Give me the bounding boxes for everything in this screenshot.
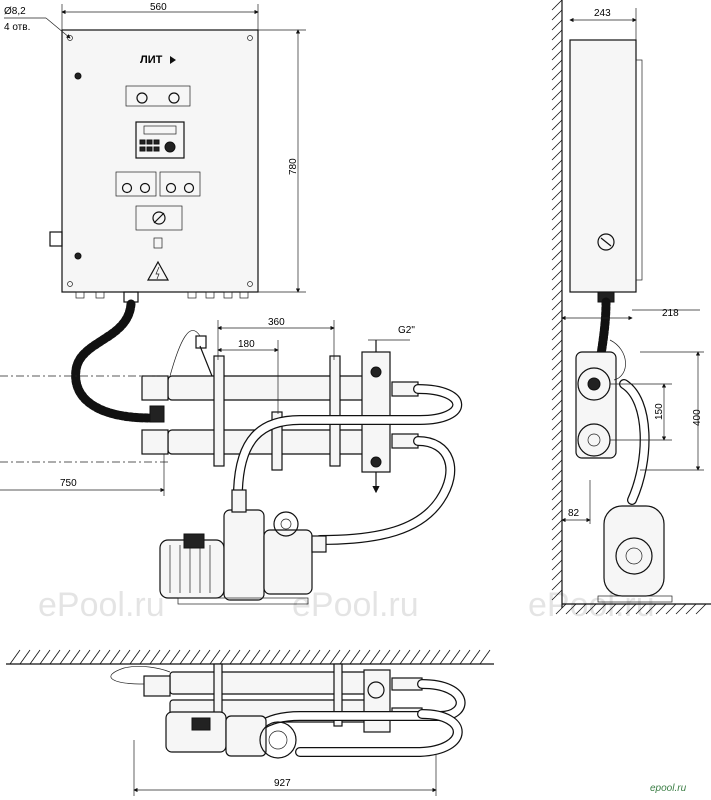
- plan-strainer-lid-icon: [259, 721, 297, 759]
- pump-inlet: [311, 535, 327, 553]
- side-hose: [620, 380, 649, 504]
- lamp-connector: [149, 405, 165, 423]
- side-gland: [49, 231, 63, 247]
- hole-spec-label: Ø8,2: [4, 6, 26, 17]
- brand-arrow-icon: [170, 56, 176, 64]
- plan-pump-housing: [225, 715, 267, 757]
- plan-view: [6, 649, 494, 759]
- panel-button: [139, 182, 151, 194]
- button-plate: [125, 85, 191, 107]
- panel-brand: ЛИТ: [140, 54, 163, 66]
- dim-front-length: 750: [60, 478, 77, 489]
- side-view: [551, 0, 711, 615]
- pump-housing: [223, 509, 265, 601]
- dim-side-spacing: 150: [654, 403, 665, 420]
- front-dimensions: 360 180 G2" 750: [0, 317, 415, 496]
- indicator-lamp-icon: [74, 72, 82, 80]
- watermark-text: ePool.ru: [528, 586, 655, 624]
- watermark-text: ePool.ru: [292, 586, 419, 624]
- water-hose: [234, 385, 461, 494]
- pump-outlet: [231, 489, 247, 513]
- panel-enclosure: [61, 29, 259, 293]
- plan-manifold: [363, 669, 391, 733]
- dim-panel-width: 560: [150, 2, 167, 13]
- valve-icon: [370, 456, 382, 468]
- selector-switch-icon: [152, 211, 166, 225]
- dim-side-height: 400: [692, 409, 703, 426]
- watermark-text: ePool.ru: [38, 586, 165, 624]
- floor-hatch: [555, 603, 707, 615]
- controller-display: [143, 125, 177, 135]
- ceiling-hatch: [9, 649, 491, 665]
- water-hose: [316, 437, 454, 544]
- watermarks: ePool.ru ePool.ru ePool.ru: [38, 586, 655, 624]
- mount-clamp: [213, 355, 225, 467]
- side-dimensions: 243 218 150 400 82: [561, 8, 704, 524]
- plan-lamp-cap: [143, 675, 171, 697]
- side-selector-switch-icon: [597, 233, 615, 251]
- panel-button: [168, 92, 180, 104]
- mount-hole-icon: [247, 35, 253, 41]
- control-panel: ЛИТ: [49, 29, 259, 303]
- side-panel-enclosure: [569, 39, 637, 293]
- side-pump: [603, 505, 665, 597]
- indicator-lamp-icon: [74, 252, 82, 260]
- mount-hole-icon: [67, 281, 73, 287]
- button-plate: [159, 171, 201, 197]
- dim-flow-span: 180: [238, 339, 255, 350]
- plan-clamp: [333, 663, 343, 727]
- panel-dimensions: 560 780 Ø8,2 4 отв.: [4, 2, 306, 293]
- plan-dimensions: 927: [133, 740, 437, 796]
- controller-unit: [135, 121, 185, 159]
- plan-hose: [296, 710, 462, 756]
- logo-badge: [644, 778, 708, 796]
- panel-button: [136, 92, 148, 104]
- plan-valve-icon: [367, 681, 385, 699]
- mount-hole-icon: [247, 281, 253, 287]
- switch-plate: [135, 205, 183, 231]
- button-plate: [115, 171, 157, 197]
- dim-total-length: 927: [274, 778, 291, 789]
- front-assembly: [71, 299, 463, 605]
- strainer-lid-icon: [273, 511, 299, 537]
- panel-button: [121, 182, 133, 194]
- side-pump-base: [597, 595, 673, 603]
- panel-button: [165, 182, 177, 194]
- plan-chamber-upper: [169, 671, 381, 695]
- valve-icon: [370, 366, 382, 378]
- thread-label: G2": [398, 325, 415, 336]
- dim-panel-height: 780: [288, 158, 299, 175]
- lamp-cap: [141, 375, 169, 401]
- hole-count-label: 4 отв.: [4, 22, 30, 33]
- panel-button: [183, 182, 195, 194]
- uv-sensor: [195, 335, 207, 349]
- dim-side-depth: 243: [594, 8, 611, 19]
- epool-logo: epool.ru: [650, 783, 687, 794]
- controller-keypad: [139, 139, 176, 153]
- pump-motor: [159, 539, 225, 599]
- high-voltage-warning-icon: [146, 260, 170, 281]
- dim-side-offset: 218: [662, 308, 679, 319]
- side-pump-face-icon: [615, 537, 653, 575]
- dim-side-wall-gap: 82: [568, 508, 580, 519]
- pump-terminal-box: [183, 533, 205, 549]
- dim-flow-length: 360: [268, 317, 285, 328]
- side-bracket: [575, 351, 617, 459]
- key-lock-icon: [153, 237, 163, 249]
- side-panel-door: [635, 59, 643, 281]
- bottom-glands: [75, 291, 249, 303]
- pump-strainer: [263, 529, 313, 595]
- lamp-cap: [141, 429, 169, 455]
- pump-base: [177, 597, 309, 605]
- power-cable: [71, 299, 155, 423]
- mount-clamp: [271, 411, 283, 471]
- plan-pump-terminal-box: [191, 717, 211, 731]
- mount-clamp: [329, 355, 341, 467]
- wall-hatch: [551, 0, 563, 601]
